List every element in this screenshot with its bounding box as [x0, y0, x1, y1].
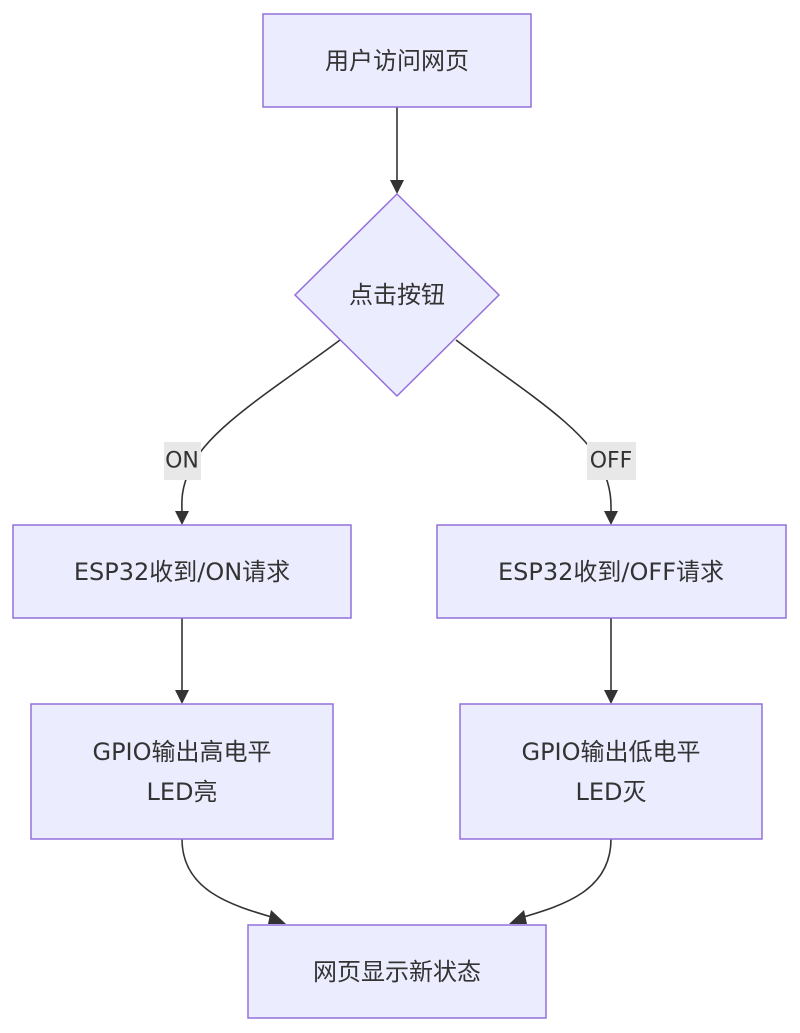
node-click-decision: 点击按钮 — [293, 192, 501, 398]
node-gpio-high-line1: GPIO输出高电平 — [92, 738, 271, 766]
node-esp-off: ESP32收到/OFF请求 — [436, 524, 787, 619]
arrowhead-esp-off-to-gpio-low — [604, 690, 618, 704]
node-show-text: 网页显示新状态 — [313, 958, 481, 986]
edge-click-to-esp-on — [181, 339, 341, 514]
node-gpio-low: GPIO输出低电平 LED灭 — [459, 703, 763, 840]
node-esp-off-text: ESP32收到/OFF请求 — [498, 558, 724, 586]
edge-label-off-text: OFF — [590, 449, 633, 474]
node-gpio-high-line2: LED亮 — [146, 778, 217, 806]
arrowhead-click-to-esp-on — [175, 511, 189, 525]
node-gpio-high: GPIO输出高电平 LED亮 — [30, 703, 334, 840]
node-click-text: 点击按钮 — [349, 281, 445, 309]
node-visit-text: 用户访问网页 — [325, 47, 469, 75]
edge-label-on-text: ON — [165, 449, 199, 474]
edge-label-on: ON — [164, 442, 201, 480]
arrowhead-click-to-esp-off — [604, 511, 618, 525]
edge-gpio-low-to-show — [519, 838, 612, 919]
arrowhead-gpio-high-to-show — [268, 910, 286, 924]
edge-click-to-esp-off — [455, 339, 612, 514]
node-gpio-low-line2: LED灭 — [575, 778, 646, 806]
node-esp-on-text: ESP32收到/ON请求 — [74, 558, 290, 586]
node-gpio-low-line1: GPIO输出低电平 — [521, 738, 700, 766]
arrowhead-gpio-low-to-show — [509, 910, 527, 924]
edge-gpio-high-to-show — [181, 838, 276, 919]
arrowhead-esp-on-to-gpio-high — [175, 690, 189, 704]
arrowhead-visit-to-click — [390, 180, 404, 194]
edge-label-off: OFF — [587, 442, 636, 480]
node-show: 网页显示新状态 — [247, 924, 547, 1019]
node-esp-on: ESP32收到/ON请求 — [12, 524, 352, 619]
node-visit: 用户访问网页 — [262, 13, 532, 108]
